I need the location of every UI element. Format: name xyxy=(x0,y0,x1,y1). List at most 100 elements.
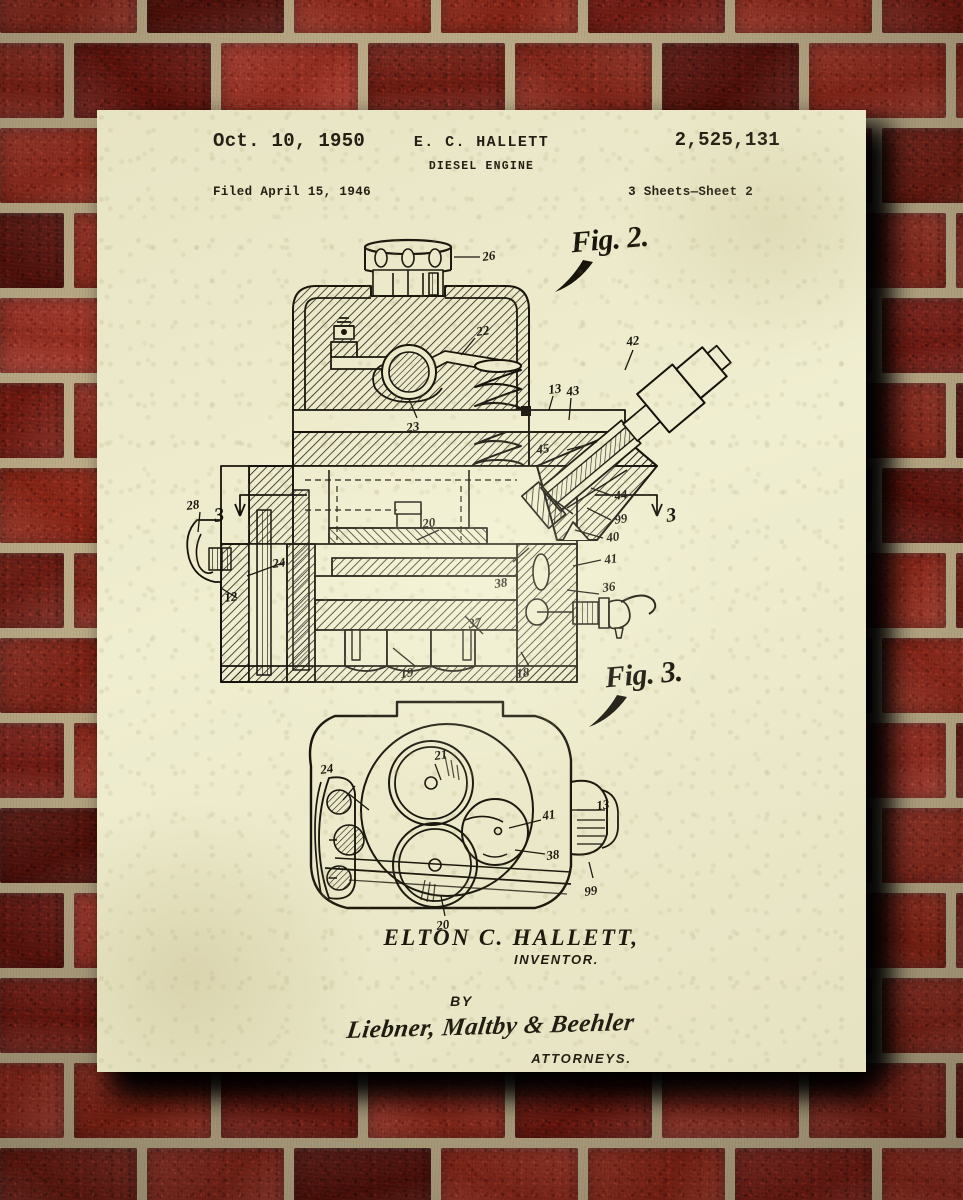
brick-row xyxy=(0,1148,963,1200)
by-label: BY xyxy=(450,993,473,1009)
svg-text:20: 20 xyxy=(420,514,436,531)
brick xyxy=(661,1063,799,1138)
brick xyxy=(0,383,64,458)
brick xyxy=(955,553,963,628)
svg-text:41: 41 xyxy=(540,806,556,823)
fig2-leader-lines xyxy=(197,256,634,667)
svg-text:13: 13 xyxy=(595,796,610,813)
brick xyxy=(0,723,64,798)
fig2-rocker-arm-22 xyxy=(330,317,502,403)
fig2-injector-assembly xyxy=(520,344,732,541)
figure-3-drawing: 24 21 13 41 38 99 20 xyxy=(308,700,619,933)
svg-text:41: 41 xyxy=(602,550,618,567)
brick xyxy=(808,43,946,118)
svg-text:99: 99 xyxy=(583,882,598,899)
brick xyxy=(0,553,64,628)
brick xyxy=(882,638,963,713)
brick xyxy=(73,1063,211,1138)
fig2-filler-cap-26 xyxy=(363,238,453,297)
brick xyxy=(147,0,284,33)
patent-poster[interactable]: Oct. 10, 1950 E. C. HALLETT 2,525,131 DI… xyxy=(97,110,866,1072)
fig2-section-line-3-3 xyxy=(234,494,663,517)
patent-number: 2,525,131 xyxy=(674,129,780,151)
fig3-reference-numerals: 24 21 13 41 38 99 20 xyxy=(318,746,610,933)
brick xyxy=(882,978,963,1053)
svg-text:99: 99 xyxy=(613,510,628,527)
brick-row xyxy=(0,1063,963,1138)
brick xyxy=(955,1063,963,1138)
brick xyxy=(0,43,64,118)
brick xyxy=(0,0,137,33)
brick xyxy=(514,43,652,118)
brick xyxy=(588,1148,725,1200)
svg-text:40: 40 xyxy=(604,528,620,545)
svg-text:38: 38 xyxy=(544,846,560,863)
inventor-role-label: INVENTOR. xyxy=(514,952,599,967)
brick xyxy=(882,298,963,373)
svg-text:38: 38 xyxy=(492,574,508,591)
svg-text:45: 45 xyxy=(534,440,550,457)
brick xyxy=(73,43,211,118)
brick xyxy=(147,1148,284,1200)
brick xyxy=(514,1063,652,1138)
brick xyxy=(661,43,799,118)
svg-text:21: 21 xyxy=(432,746,448,763)
fig2-cylinder-head-13 xyxy=(292,406,658,467)
svg-text:24: 24 xyxy=(270,554,286,571)
brick xyxy=(955,383,963,458)
brick xyxy=(0,638,137,713)
brick xyxy=(735,0,872,33)
brick xyxy=(0,1063,64,1138)
brick xyxy=(0,1148,137,1200)
figure-2-drawing: 26 22 23 28 13 43 45 42 44 99 40 41 20 3… xyxy=(184,238,732,683)
brick xyxy=(220,1063,358,1138)
patent-title: DIESEL ENGINE xyxy=(428,160,535,173)
brick xyxy=(955,43,963,118)
fig2-crankcase xyxy=(186,489,578,683)
brick xyxy=(882,128,963,203)
brick xyxy=(955,213,963,288)
patent-sheet-count: 3 Sheets—Sheet 2 xyxy=(628,185,753,199)
brick xyxy=(367,43,505,118)
svg-text:23: 23 xyxy=(404,418,420,435)
brick-row xyxy=(0,43,963,118)
svg-text:44: 44 xyxy=(612,486,628,503)
patent-date: Oct. 10, 1950 xyxy=(213,130,366,152)
svg-text:42: 42 xyxy=(624,332,640,349)
brick xyxy=(882,808,963,883)
brick xyxy=(882,468,963,543)
attorney-firm-signature: Liebner, Maltby & Beehler xyxy=(345,1009,637,1044)
brick xyxy=(0,893,64,968)
svg-text:12: 12 xyxy=(223,588,238,605)
brick xyxy=(441,0,578,33)
svg-text:43: 43 xyxy=(564,382,580,399)
fig2-drain-cock xyxy=(537,594,657,639)
brick xyxy=(882,1148,963,1200)
fig2-section-numerals: 3 3 xyxy=(212,504,678,527)
attorneys-label: ATTORNEYS. xyxy=(531,1051,632,1066)
figure-label-swashes xyxy=(555,260,627,727)
svg-text:20: 20 xyxy=(434,916,450,933)
patent-drawing: 26 22 23 28 13 43 45 42 44 99 40 41 20 3… xyxy=(184,238,732,933)
svg-text:18: 18 xyxy=(515,664,530,681)
brick xyxy=(294,0,431,33)
fig2-reference-numerals: 26 22 23 28 13 43 45 42 44 99 40 41 20 3… xyxy=(184,247,640,681)
brick xyxy=(220,43,358,118)
brick xyxy=(0,213,64,288)
patent-inventor: E. C. HALLETT xyxy=(413,134,550,151)
svg-text:3: 3 xyxy=(664,504,678,527)
brick xyxy=(955,893,963,968)
svg-text:24: 24 xyxy=(318,760,334,777)
svg-text:37: 37 xyxy=(466,614,482,631)
brick xyxy=(955,723,963,798)
brick xyxy=(588,0,725,33)
brick-row xyxy=(0,0,963,33)
brick xyxy=(294,1148,431,1200)
brick xyxy=(735,1148,872,1200)
svg-text:13: 13 xyxy=(547,380,562,397)
patent-filed-date: Filed April 15, 1946 xyxy=(213,185,372,199)
svg-text:36: 36 xyxy=(600,578,616,595)
brick xyxy=(367,1063,505,1138)
svg-text:28: 28 xyxy=(184,496,200,513)
svg-text:26: 26 xyxy=(480,247,496,264)
